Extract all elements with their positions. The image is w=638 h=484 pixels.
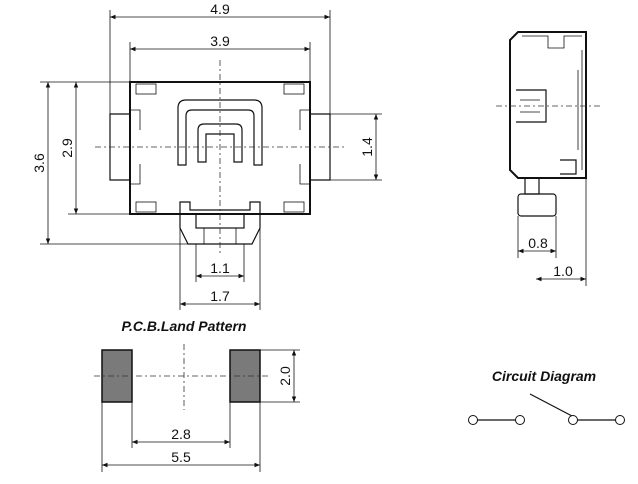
terminal-node xyxy=(515,415,525,425)
side-actuator-stem xyxy=(524,177,540,195)
dim-actuator-outer: 1.7 xyxy=(210,288,230,304)
side-detail-top xyxy=(522,35,583,170)
dim-actuator-inner: 1.1 xyxy=(210,260,230,276)
dim-terminal-height: 1.4 xyxy=(359,137,375,157)
dim-side-actuator: 0.8 xyxy=(528,235,548,251)
terminal-node xyxy=(615,415,625,425)
spring-inner xyxy=(197,123,243,163)
corner-tab xyxy=(135,201,157,213)
actuator-detail xyxy=(203,228,237,244)
side-body xyxy=(509,31,587,179)
corner-tab xyxy=(283,83,305,95)
circuit-title: Circuit Diagram xyxy=(492,368,596,384)
terminal-node xyxy=(568,415,578,425)
land-pattern: P.C.B.Land Pattern 2.0 2.8 5.5 xyxy=(94,318,300,472)
dim-height-body: 2.9 xyxy=(59,138,75,158)
corner-tab xyxy=(283,201,305,213)
spring-contour xyxy=(177,99,263,166)
dim-side-offset: 1.0 xyxy=(553,263,573,279)
dim-width-overall: 4.9 xyxy=(210,1,230,17)
circuit-diagram: Circuit Diagram xyxy=(468,368,625,425)
terminal-node xyxy=(468,415,478,425)
dim-outer-span: 5.5 xyxy=(171,449,191,465)
side-view: 0.8 1.0 xyxy=(496,31,600,286)
dim-height-overall: 3.6 xyxy=(31,153,47,173)
side-notch xyxy=(516,89,547,123)
side-actuator xyxy=(517,193,557,217)
dim-pad-height: 2.0 xyxy=(277,366,293,386)
switch-contact xyxy=(529,393,573,417)
corner-tab xyxy=(135,83,157,95)
left-terminal-notch xyxy=(130,109,141,185)
dim-width-body: 3.9 xyxy=(210,33,230,49)
side-tab xyxy=(560,159,577,175)
top-view: 4.9 3.9 3.6 2.9 1.4 1.1 1.7 xyxy=(31,1,382,310)
dim-inner-gap: 2.8 xyxy=(171,426,191,442)
land-pattern-title: P.C.B.Land Pattern xyxy=(122,318,247,334)
right-terminal-notch xyxy=(299,109,310,185)
side-notch-detail xyxy=(520,99,540,113)
